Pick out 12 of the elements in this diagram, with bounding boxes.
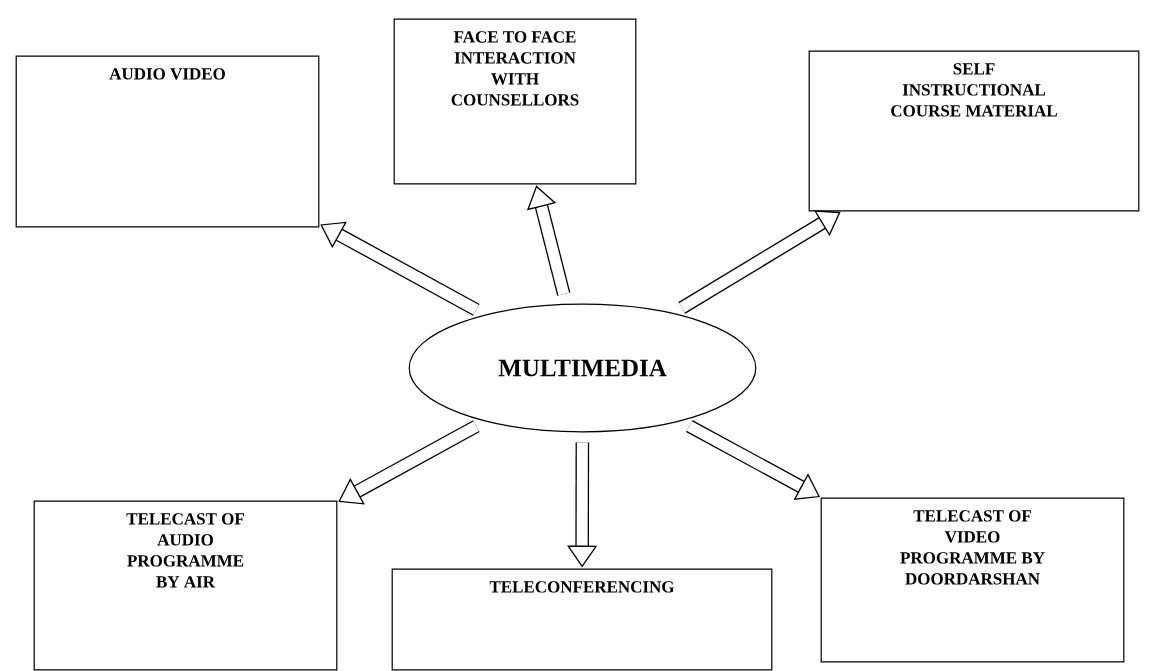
text-box: TELECONFERENCING — [391, 568, 773, 671]
text-box: SELF INSTRUCTIONAL COURSE MATERIAL — [808, 50, 1140, 212]
block-arrow — [567, 442, 598, 568]
text-box: FACE TO FACE INTERACTION WITH COUNSELLORS — [393, 18, 637, 185]
block-arrow — [678, 210, 841, 314]
text-box: TELECAST OF AUDIO PROGRAMME BY AIR — [33, 500, 338, 671]
text-box: TELECAST OF VIDEO PROGRAMME BY DOORDARSHAN — [820, 497, 1125, 663]
block-arrow — [338, 420, 480, 505]
block-arrow — [320, 221, 480, 316]
ellipse-node: MULTIMEDIA — [408, 303, 757, 433]
block-arrow — [526, 185, 571, 296]
text-box: AUDIO VIDEO — [15, 55, 320, 228]
